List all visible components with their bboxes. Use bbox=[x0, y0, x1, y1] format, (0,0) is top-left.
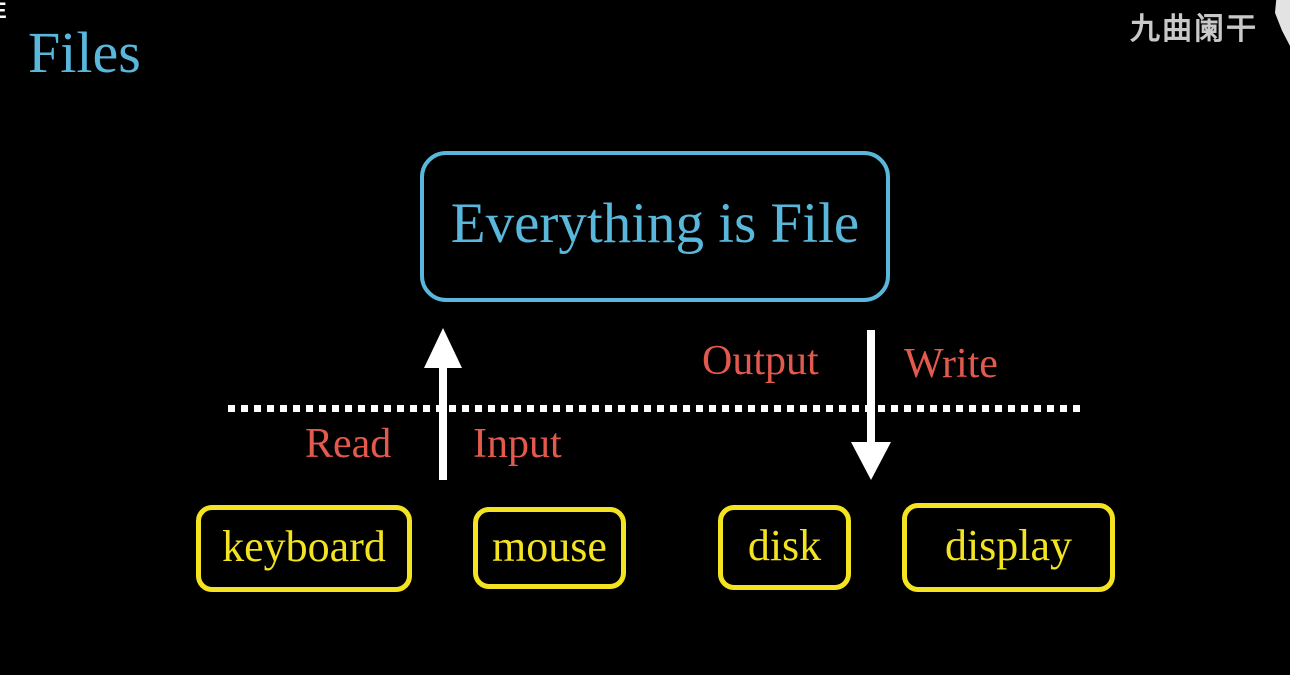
everything-is-file-label: Everything is File bbox=[450, 192, 860, 255]
kernel-boundary-dotted-line bbox=[228, 405, 1084, 412]
device-box-disk: disk bbox=[718, 505, 851, 590]
disk-label: disk bbox=[747, 521, 822, 570]
watermark-logo-icon bbox=[1275, 0, 1290, 46]
device-box-keyboard: keyboard bbox=[196, 505, 412, 592]
watermark-text: 九曲阑干 bbox=[1130, 13, 1258, 46]
device-box-mouse: mouse bbox=[473, 507, 626, 589]
arrow-down-head bbox=[851, 442, 891, 480]
input-label: Input bbox=[473, 421, 562, 467]
clipped-corner-glyph: E bbox=[0, 0, 12, 24]
read-input-arrow-up-icon bbox=[424, 328, 462, 480]
everything-is-file-box: Everything is File bbox=[420, 151, 890, 302]
device-box-display: display bbox=[902, 503, 1115, 592]
arrow-down-shaft bbox=[867, 330, 875, 446]
arrow-up-shaft bbox=[439, 362, 447, 480]
display-label: display bbox=[944, 521, 1073, 570]
mouse-label: mouse bbox=[492, 521, 607, 571]
read-label: Read bbox=[305, 421, 392, 467]
output-label: Output bbox=[702, 338, 819, 384]
arrow-up-head bbox=[424, 328, 462, 368]
keyboard-label: keyboard bbox=[222, 522, 386, 571]
output-write-arrow-down-icon bbox=[851, 330, 891, 480]
page-title: Files bbox=[28, 20, 141, 85]
write-label: Write bbox=[904, 341, 998, 387]
